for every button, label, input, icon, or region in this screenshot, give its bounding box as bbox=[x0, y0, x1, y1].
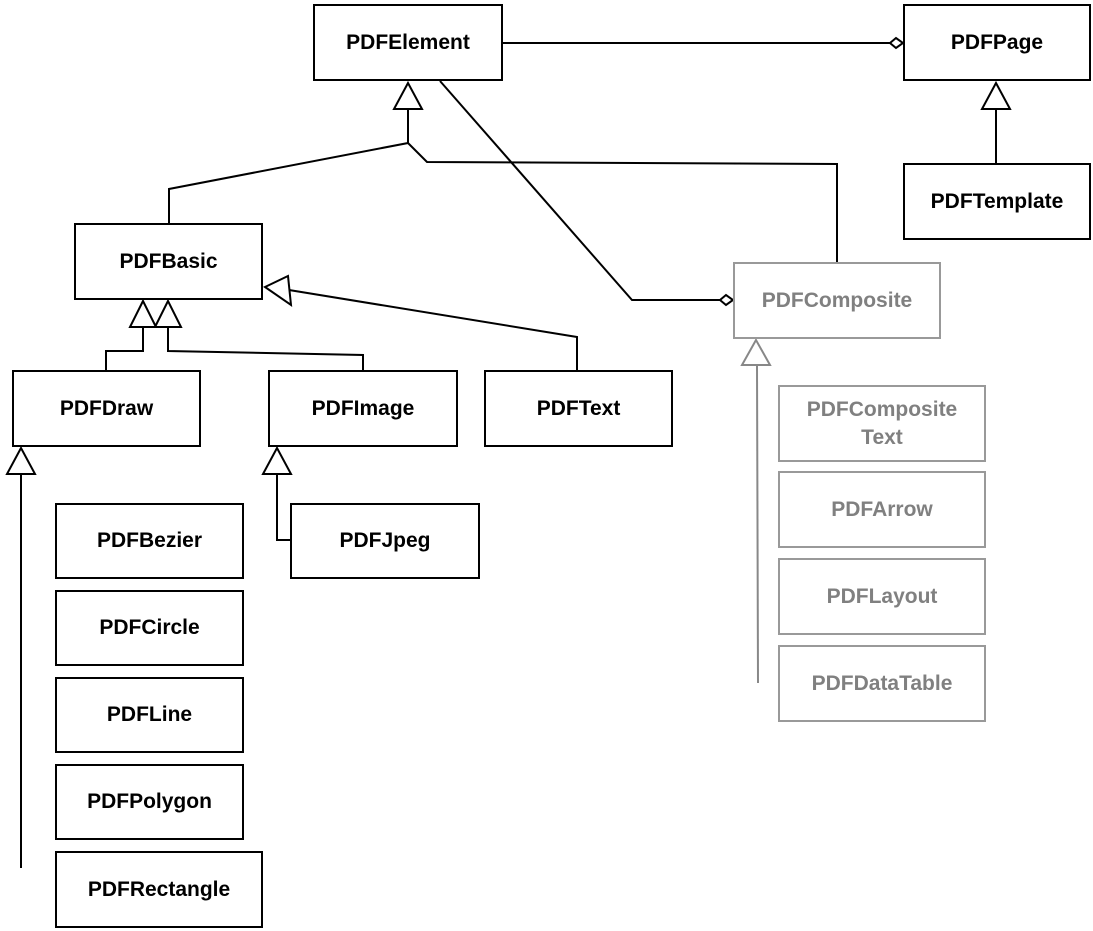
class-pdf-composite[interactable]: PDFComposite bbox=[733, 262, 941, 339]
inheritance-arrow-element bbox=[392, 80, 424, 110]
class-name: PDFArrow bbox=[831, 497, 933, 521]
class-name: PDFComposite Text bbox=[806, 397, 958, 449]
class-name: PDFJpeg bbox=[339, 529, 431, 552]
class-pdf-circle[interactable]: PDFCircle bbox=[55, 590, 244, 666]
class-pdf-layout[interactable]: PDFLayout bbox=[778, 558, 986, 635]
class-name: PDFBasic bbox=[119, 249, 218, 273]
class-name: PDFLayout bbox=[826, 584, 938, 608]
class-name: PDFElement bbox=[346, 30, 470, 54]
class-pdf-draw[interactable]: PDFDraw bbox=[12, 370, 201, 447]
class-name: PDFDataTable bbox=[811, 671, 953, 695]
class-pdf-image[interactable]: PDFImage bbox=[268, 370, 458, 447]
class-name: PDFImage bbox=[311, 396, 415, 420]
inheritance-line-basic-element bbox=[168, 109, 409, 224]
inheritance-arrow-basic-draw bbox=[128, 298, 158, 328]
class-pdf-rectangle[interactable]: PDFRectangle bbox=[55, 851, 263, 928]
class-name: PDFRectangle bbox=[87, 877, 231, 901]
class-pdf-line[interactable]: PDFLine bbox=[55, 677, 244, 753]
class-name: PDFLine bbox=[106, 703, 193, 726]
inheritance-arrow-basic-image bbox=[153, 298, 183, 328]
class-name: PDFTemplate bbox=[930, 189, 1064, 213]
inheritance-arrow-image bbox=[261, 445, 293, 475]
class-name: PDFPolygon bbox=[87, 790, 212, 813]
inheritance-arrow-draw bbox=[5, 445, 37, 475]
class-pdf-page[interactable]: PDFPage bbox=[903, 4, 1091, 81]
class-pdf-bezier[interactable]: PDFBezier bbox=[55, 503, 244, 579]
inheritance-line-composite-subclasses bbox=[756, 364, 759, 684]
class-pdf-jpeg[interactable]: PDFJpeg bbox=[290, 503, 480, 579]
class-pdf-template[interactable]: PDFTemplate bbox=[903, 163, 1091, 240]
class-name: PDFBezier bbox=[96, 529, 203, 552]
aggregation-diamond-composite bbox=[718, 293, 735, 307]
class-pdf-arrow[interactable]: PDFArrow bbox=[778, 471, 986, 548]
class-name: PDFPage bbox=[950, 30, 1044, 54]
inheritance-line-composite-element bbox=[407, 142, 838, 263]
class-pdf-data-table[interactable]: PDFDataTable bbox=[778, 645, 986, 722]
inheritance-arrow-basic-text bbox=[263, 274, 293, 308]
class-name: PDFText bbox=[536, 396, 621, 420]
aggregation-line-element-composite bbox=[439, 80, 720, 301]
inheritance-arrow-composite bbox=[740, 337, 772, 366]
class-name: PDFCircle bbox=[99, 616, 200, 639]
inheritance-line-image-basic bbox=[167, 327, 364, 371]
class-pdf-composite-text[interactable]: PDFComposite Text bbox=[778, 385, 986, 462]
aggregation-diamond-page bbox=[888, 36, 905, 50]
class-name: PDFComposite bbox=[761, 288, 913, 312]
inheritance-line-jpeg-image bbox=[276, 474, 292, 541]
class-pdf-text[interactable]: PDFText bbox=[484, 370, 673, 447]
inheritance-arrow-page bbox=[980, 80, 1012, 110]
inheritance-line-draw-basic bbox=[105, 327, 144, 371]
class-pdf-basic[interactable]: PDFBasic bbox=[74, 223, 263, 300]
class-pdf-polygon[interactable]: PDFPolygon bbox=[55, 764, 244, 840]
class-name: PDFDraw bbox=[59, 396, 154, 420]
inheritance-line-text-basic bbox=[288, 289, 578, 371]
class-pdf-element[interactable]: PDFElement bbox=[313, 4, 503, 81]
